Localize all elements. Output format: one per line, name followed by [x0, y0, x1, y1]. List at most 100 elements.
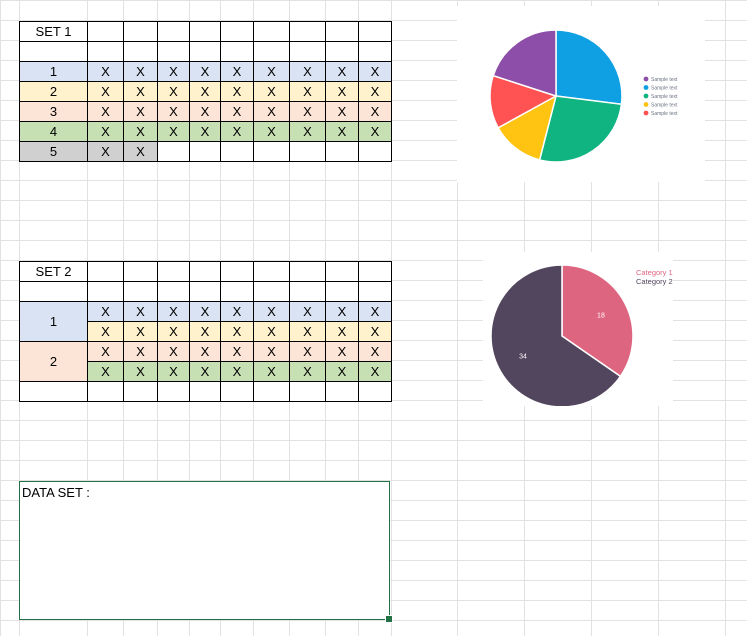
empty-cell[interactable]	[253, 381, 290, 402]
mark-cell[interactable]: X	[157, 121, 190, 142]
mark-cell[interactable]: X	[289, 61, 326, 82]
mark-cell[interactable]: X	[87, 81, 124, 102]
empty-cell[interactable]	[358, 41, 392, 62]
mark-cell[interactable]: X	[220, 321, 254, 342]
pie-slice[interactable]	[538, 95, 623, 163]
mark-cell[interactable]: X	[123, 61, 158, 82]
empty-cell[interactable]	[19, 281, 88, 302]
mark-cell[interactable]: X	[325, 301, 359, 322]
mark-cell[interactable]	[358, 141, 392, 162]
mark-cell[interactable]	[253, 141, 290, 162]
mark-cell[interactable]: X	[220, 61, 254, 82]
empty-cell[interactable]	[289, 21, 326, 42]
pie-slice[interactable]	[492, 29, 557, 98]
mark-cell[interactable]: X	[358, 121, 392, 142]
empty-cell[interactable]	[325, 281, 359, 302]
mark-cell[interactable]: X	[325, 121, 359, 142]
mark-cell[interactable]: X	[253, 341, 290, 362]
empty-cell[interactable]	[189, 261, 221, 282]
empty-cell[interactable]	[358, 21, 392, 42]
empty-cell[interactable]	[253, 21, 290, 42]
row-label-cell[interactable]: 1	[19, 61, 88, 82]
empty-cell[interactable]	[189, 21, 221, 42]
mark-cell[interactable]: X	[123, 101, 158, 122]
mark-cell[interactable]: X	[220, 101, 254, 122]
empty-cell[interactable]	[157, 381, 190, 402]
mark-cell[interactable]: X	[157, 301, 190, 322]
empty-cell[interactable]	[123, 21, 158, 42]
mark-cell[interactable]: X	[87, 101, 124, 122]
empty-cell[interactable]	[87, 381, 124, 402]
mark-cell[interactable]: X	[325, 361, 359, 382]
mark-cell[interactable]: X	[253, 301, 290, 322]
empty-cell[interactable]	[87, 261, 124, 282]
mark-cell[interactable]: X	[289, 301, 326, 322]
fill-handle[interactable]	[385, 615, 393, 623]
set2-title-cell[interactable]: SET 2	[19, 261, 88, 282]
mark-cell[interactable]: X	[253, 81, 290, 102]
mark-cell[interactable]: X	[220, 341, 254, 362]
mark-cell[interactable]: X	[253, 321, 290, 342]
mark-cell[interactable]: X	[289, 361, 326, 382]
mark-cell[interactable]: X	[253, 121, 290, 142]
empty-cell[interactable]	[220, 381, 254, 402]
mark-cell[interactable]: X	[87, 361, 124, 382]
empty-cell[interactable]	[289, 261, 326, 282]
empty-cell[interactable]	[157, 261, 190, 282]
empty-cell[interactable]	[157, 41, 190, 62]
mark-cell[interactable]: X	[123, 121, 158, 142]
mark-cell[interactable]: X	[189, 81, 221, 102]
empty-cell[interactable]	[157, 21, 190, 42]
mark-cell[interactable]: X	[87, 341, 124, 362]
mark-cell[interactable]: X	[358, 361, 392, 382]
empty-cell[interactable]	[220, 281, 254, 302]
mark-cell[interactable]: X	[289, 81, 326, 102]
empty-cell[interactable]	[220, 41, 254, 62]
pie-slice[interactable]	[555, 29, 623, 106]
empty-cell[interactable]	[189, 281, 221, 302]
mark-cell[interactable]: X	[189, 101, 221, 122]
data-set-cell[interactable]: DATA SET :	[19, 481, 393, 623]
empty-cell[interactable]	[253, 281, 290, 302]
empty-cell[interactable]	[358, 381, 392, 402]
empty-cell[interactable]	[289, 41, 326, 62]
mark-cell[interactable]: X	[189, 121, 221, 142]
mark-cell[interactable]: X	[87, 141, 124, 162]
mark-cell[interactable]: X	[189, 301, 221, 322]
empty-cell[interactable]	[325, 21, 359, 42]
empty-cell[interactable]	[289, 281, 326, 302]
mark-cell[interactable]	[325, 141, 359, 162]
pie-slice[interactable]	[561, 264, 634, 378]
empty-cell[interactable]	[19, 381, 88, 402]
mark-cell[interactable]: X	[358, 301, 392, 322]
empty-cell[interactable]	[123, 381, 158, 402]
mark-cell[interactable]: X	[87, 301, 124, 322]
mark-cell[interactable]: X	[189, 321, 221, 342]
empty-cell[interactable]	[123, 41, 158, 62]
pie-slice[interactable]	[490, 264, 622, 408]
set1-title-cell[interactable]: SET 1	[19, 21, 88, 42]
row-label-cell[interactable]: 2	[19, 81, 88, 102]
mark-cell[interactable]: X	[123, 361, 158, 382]
mark-cell[interactable]: X	[325, 341, 359, 362]
mark-cell[interactable]: X	[157, 81, 190, 102]
mark-cell[interactable]: X	[157, 361, 190, 382]
mark-cell[interactable]: X	[289, 341, 326, 362]
empty-cell[interactable]	[358, 281, 392, 302]
empty-cell[interactable]	[87, 281, 124, 302]
mark-cell[interactable]: X	[325, 61, 359, 82]
empty-cell[interactable]	[289, 381, 326, 402]
empty-cell[interactable]	[87, 21, 124, 42]
empty-cell[interactable]	[325, 261, 359, 282]
mark-cell[interactable]: X	[87, 61, 124, 82]
mark-cell[interactable]: X	[253, 361, 290, 382]
mark-cell[interactable]: X	[325, 81, 359, 102]
empty-cell[interactable]	[157, 281, 190, 302]
mark-cell[interactable]: X	[123, 341, 158, 362]
empty-cell[interactable]	[123, 281, 158, 302]
mark-cell[interactable]: X	[289, 121, 326, 142]
row-label-cell[interactable]: 4	[19, 121, 88, 142]
empty-cell[interactable]	[358, 261, 392, 282]
